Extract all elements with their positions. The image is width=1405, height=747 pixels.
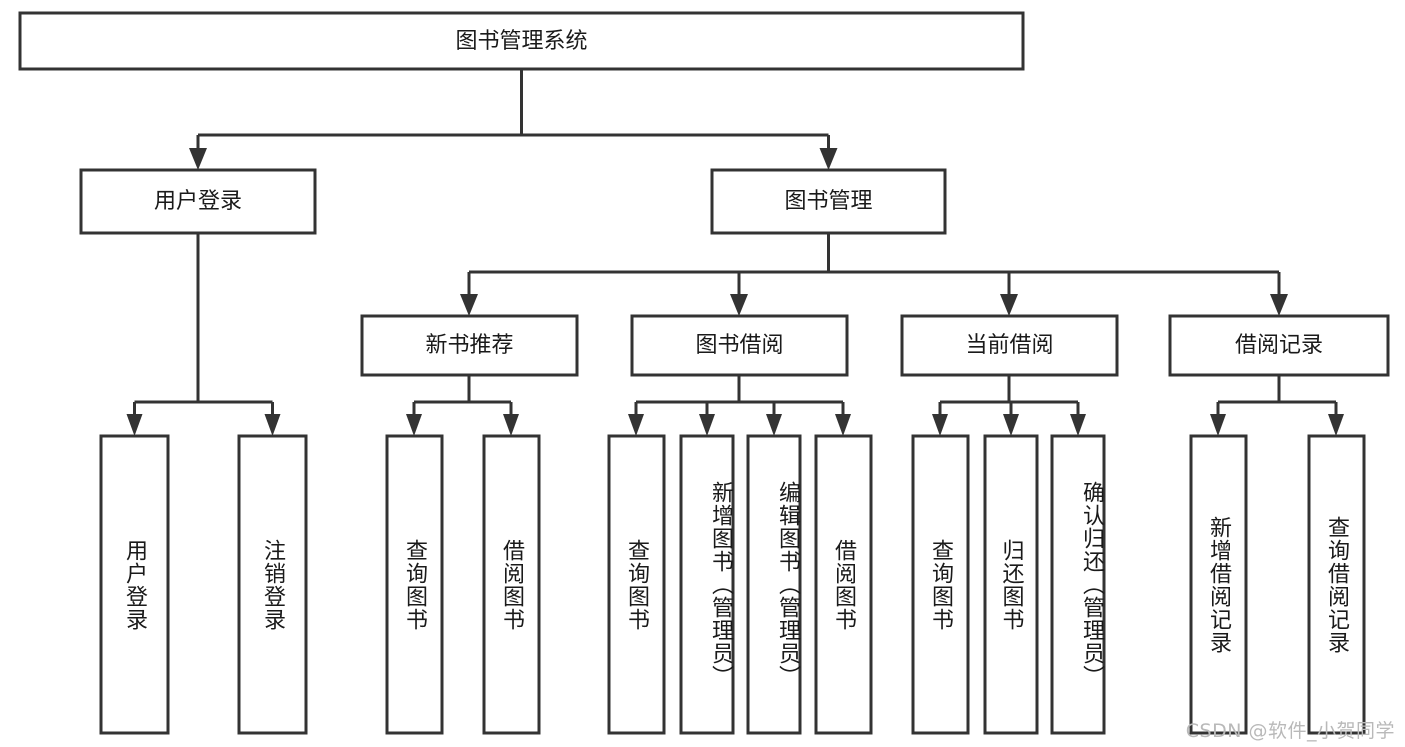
arrowhead-leaf-return-book bbox=[1003, 414, 1019, 436]
node-root-label: 图书管理系统 bbox=[455, 29, 587, 54]
node-current-borrow-label: 当前借阅 bbox=[965, 333, 1053, 358]
node-borrow-record-label: 借阅记录 bbox=[1235, 333, 1323, 358]
arrowhead-leaf-borrow-book bbox=[835, 414, 851, 436]
leaf-borrow-book-box[interactable] bbox=[814, 434, 873, 735]
arrowhead-leaf-user-logout bbox=[264, 414, 281, 436]
leaf-add-book-box[interactable] bbox=[679, 434, 735, 735]
leaf-borrow-book-recommend-box[interactable] bbox=[482, 434, 541, 735]
node-book-management[interactable]: 图书管理 bbox=[710, 168, 947, 235]
node-borrow-record-box[interactable] bbox=[1168, 314, 1390, 377]
arrowhead-leaf-add-borrow-record bbox=[1210, 414, 1226, 436]
node-new-book-recommend[interactable]: 新书推荐 bbox=[360, 314, 579, 377]
arrowhead-user-login bbox=[189, 148, 207, 170]
arrowhead-leaf-query-book-borrow bbox=[628, 414, 644, 436]
arrowhead-current-borrow bbox=[1000, 294, 1018, 316]
node-book-borrow[interactable]: 图书借阅 bbox=[630, 314, 849, 377]
connector-group bbox=[126, 69, 1344, 436]
leaf-user-login-box[interactable] bbox=[99, 434, 170, 735]
node-user-login[interactable]: 用户登录 bbox=[79, 168, 317, 235]
node-book-borrow-box[interactable] bbox=[630, 314, 849, 377]
arrowhead-book-borrow bbox=[730, 294, 748, 316]
node-book-management-label: 图书管理 bbox=[784, 189, 872, 214]
arrowhead-borrow-record bbox=[1270, 294, 1288, 316]
node-borrow-record[interactable]: 借阅记录 bbox=[1168, 314, 1390, 377]
leaf-confirm-return-box[interactable] bbox=[1050, 434, 1106, 735]
leaf-query-book-current-box[interactable] bbox=[911, 434, 970, 735]
node-current-borrow[interactable]: 当前借阅 bbox=[900, 314, 1119, 377]
node-user-login-box[interactable] bbox=[79, 168, 317, 235]
node-root[interactable]: 图书管理系统 bbox=[18, 11, 1025, 71]
leaf-query-book-borrow-box[interactable] bbox=[607, 434, 666, 735]
node-user-login-label: 用户登录 bbox=[154, 189, 242, 214]
arrowhead-new-book-recommend bbox=[460, 294, 478, 316]
node-book-borrow-label: 图书借阅 bbox=[695, 333, 783, 358]
leaf-query-borrow-record-box[interactable] bbox=[1307, 434, 1366, 735]
arrowhead-leaf-query-book-current bbox=[932, 414, 948, 436]
arrowhead-leaf-user-login bbox=[126, 414, 143, 436]
csdn-watermark: CSDN @软件_小贺同学 bbox=[1185, 720, 1395, 742]
node-root-box[interactable] bbox=[18, 11, 1025, 71]
leaf-edit-book-box[interactable] bbox=[746, 434, 802, 735]
leaf-box-group bbox=[99, 434, 1366, 735]
node-new-book-recommend-box[interactable] bbox=[360, 314, 579, 377]
arrowhead-leaf-edit-book bbox=[766, 414, 782, 436]
arrowhead-leaf-query-book-recommend bbox=[406, 414, 422, 436]
arrowhead-leaf-query-borrow-record bbox=[1328, 414, 1344, 436]
leaf-user-logout-box[interactable] bbox=[237, 434, 308, 735]
leaf-add-borrow-record-box[interactable] bbox=[1189, 434, 1248, 735]
arrowhead-leaf-borrow-book-recommend bbox=[503, 414, 519, 436]
node-new-book-recommend-label: 新书推荐 bbox=[425, 333, 513, 358]
arrowhead-leaf-confirm-return bbox=[1070, 414, 1086, 436]
node-book-management-box[interactable] bbox=[710, 168, 947, 235]
leaf-query-book-recommend-box[interactable] bbox=[385, 434, 444, 735]
leaf-return-book-box[interactable] bbox=[983, 434, 1039, 735]
arrowhead-book-management bbox=[819, 148, 838, 170]
node-current-borrow-box[interactable] bbox=[900, 314, 1119, 377]
arrowhead-leaf-add-book bbox=[699, 414, 715, 436]
